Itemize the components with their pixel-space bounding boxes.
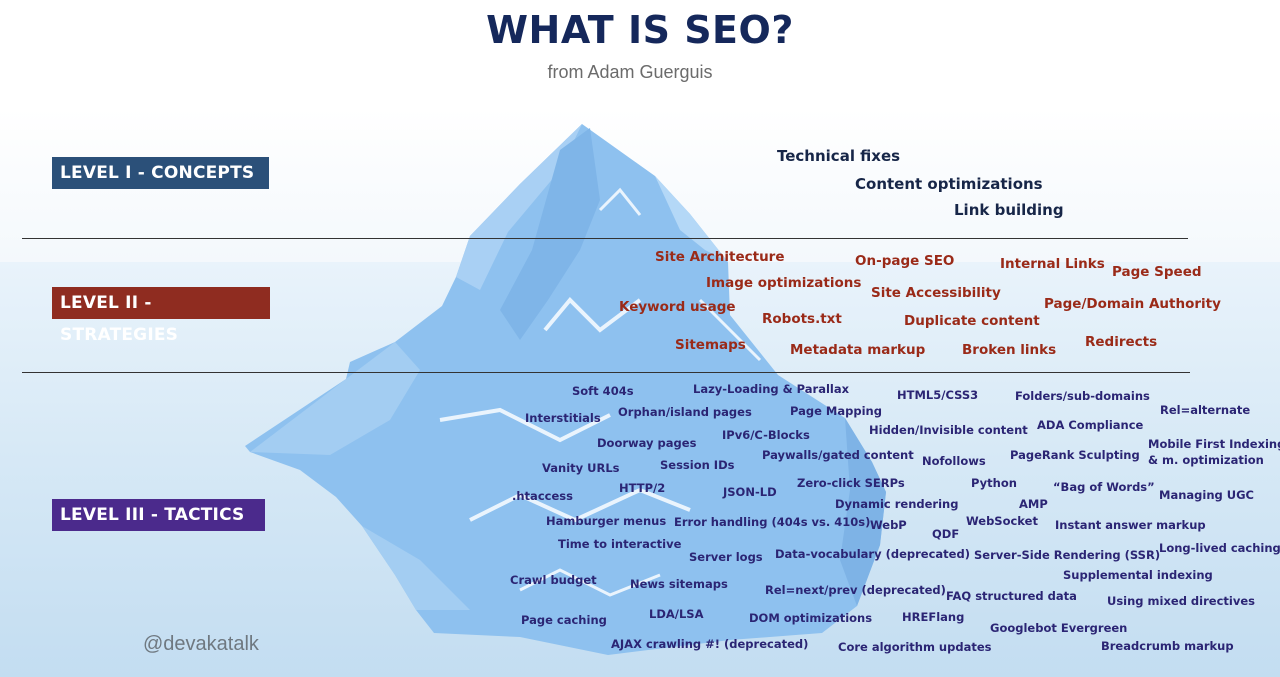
tactic-item: Error handling (404s vs. 410s): [674, 515, 871, 529]
tactic-item: Rel=alternate: [1160, 403, 1251, 417]
tactic-item: Data-vocabulary (deprecated): [775, 547, 970, 561]
tactic-item: Interstitials: [525, 411, 601, 425]
strategy-item: Page/Domain Authority: [1044, 296, 1221, 312]
iceberg-crack-5: [698, 298, 762, 362]
level-2-label: LEVEL II - STRATEGIES: [52, 287, 270, 345]
tactic-item: Lazy-Loading & Parallax: [693, 382, 850, 396]
iceberg-underwater-right: [840, 418, 886, 606]
concept-item: Content optimizations: [855, 175, 1043, 193]
tactic-item: DOM optimizations: [749, 611, 873, 625]
concept-item: Technical fixes: [777, 147, 901, 165]
tactic-item: Googlebot Evergreen: [990, 621, 1128, 635]
level-3-label: LEVEL III - TACTICS: [52, 499, 265, 531]
tactic-item: Page Mapping: [790, 404, 882, 418]
tactic-item: Nofollows: [922, 454, 986, 468]
tactic-item: PageRank Sculpting: [1010, 448, 1140, 462]
strategy-item: Keyword usage: [619, 299, 736, 315]
tactic-item: HREFlang: [902, 610, 965, 624]
tactic-item: Paywalls/gated content: [762, 448, 914, 462]
tactic-item: “Bag of Words”: [1053, 480, 1155, 494]
tactic-item: Hidden/Invisible content: [869, 423, 1028, 437]
tactic-item: Zero-click SERPs: [797, 476, 905, 490]
strategy-item: Robots.txt: [762, 311, 842, 327]
strategy-item: Site Architecture: [655, 249, 785, 265]
tactic-item: Using mixed directives: [1107, 594, 1255, 608]
tactic-item: Long-lived caching: [1159, 541, 1280, 555]
strategy-item: Sitemaps: [675, 337, 746, 353]
tactic-item: & m. optimization: [1148, 453, 1264, 467]
iceberg-body: [245, 124, 886, 655]
strategy-item: Redirects: [1085, 334, 1158, 350]
strategy-item: Broken links: [962, 342, 1057, 358]
strategy-item: Page Speed: [1112, 264, 1202, 280]
tactic-item: News sitemaps: [630, 577, 728, 591]
tactic-item: WebSocket: [966, 514, 1038, 528]
iceberg-shade-mid: [500, 128, 600, 340]
page-title: WHAT IS SEO?: [486, 8, 794, 52]
tactic-item: Server-Side Rendering (SSR): [974, 548, 1161, 562]
tactic-item: HTML5/CSS3: [897, 388, 979, 402]
tactic-item: AJAX crawling #! (deprecated): [611, 637, 809, 651]
strategy-item: Site Accessibility: [871, 285, 1001, 301]
page-subtitle: from Adam Guerguis: [547, 62, 713, 82]
tactic-item: Time to interactive: [558, 537, 682, 551]
tactic-item: WebP: [870, 518, 907, 532]
tactic-item: Soft 404s: [572, 384, 634, 398]
iceberg-shade-left: [456, 124, 582, 290]
tactic-item: FAQ structured data: [946, 589, 1077, 603]
tactic-item: Server logs: [689, 550, 763, 564]
tactic-item: Core algorithm updates: [838, 640, 992, 654]
iceberg-crack-1: [543, 297, 642, 333]
tactic-item: Breadcrumb markup: [1101, 639, 1234, 653]
tactic-item: Orphan/island pages: [618, 405, 752, 419]
tactic-item: Page caching: [521, 613, 607, 627]
strategy-item: Metadata markup: [790, 342, 926, 358]
iceberg-crack-4: [598, 187, 642, 216]
tactic-item: Python: [971, 476, 1017, 490]
tactic-item: Folders/sub-domains: [1015, 389, 1150, 403]
tactic-item: QDF: [932, 527, 960, 541]
tactic-item: Vanity URLs: [542, 461, 620, 475]
tactic-item: Doorway pages: [597, 436, 697, 450]
tactic-item: LDA/LSA: [649, 607, 704, 621]
tactic-item: IPv6/C-Blocks: [722, 428, 810, 442]
level-1-label: LEVEL I - CONCEPTS: [52, 157, 269, 189]
iceberg-crack-3: [469, 487, 691, 523]
tactic-item: Crawl budget: [510, 573, 597, 587]
strategy-item: Internal Links: [1000, 256, 1105, 272]
tactic-item: Session IDs: [660, 458, 735, 472]
tactic-item: Dynamic rendering: [835, 497, 959, 511]
iceberg-crack-6: [519, 568, 661, 597]
tactic-item: Supplemental indexing: [1063, 568, 1213, 582]
level-divider-2: [22, 372, 1190, 373]
strategy-item: Image optimizations: [706, 275, 862, 291]
tactic-item: Instant answer markup: [1055, 518, 1206, 532]
tactic-item: Managing UGC: [1159, 488, 1254, 502]
strategy-item: Duplicate content: [904, 313, 1040, 329]
tactic-item: HTTP/2: [619, 481, 666, 495]
tactic-item: .htaccess: [512, 489, 573, 503]
tactic-item: ADA Compliance: [1037, 418, 1144, 432]
tactic-item: AMP: [1019, 497, 1048, 511]
tactic-item: Mobile First Indexing: [1148, 437, 1280, 451]
author-handle: @devakatalk: [143, 633, 259, 655]
tactic-item: JSON-LD: [723, 485, 777, 499]
iceberg-crack-2: [439, 407, 611, 443]
strategy-item: On-page SEO: [855, 253, 955, 269]
iceberg-underwater-left: [250, 342, 420, 455]
tactic-item: Hamburger menus: [546, 514, 667, 528]
concept-item: Link building: [954, 201, 1064, 219]
iceberg-shade-right: [655, 176, 728, 262]
level-divider-1: [22, 238, 1188, 239]
tactic-item: Rel=next/prev (deprecated): [765, 583, 946, 597]
iceberg-underwater-bottom: [362, 526, 470, 610]
